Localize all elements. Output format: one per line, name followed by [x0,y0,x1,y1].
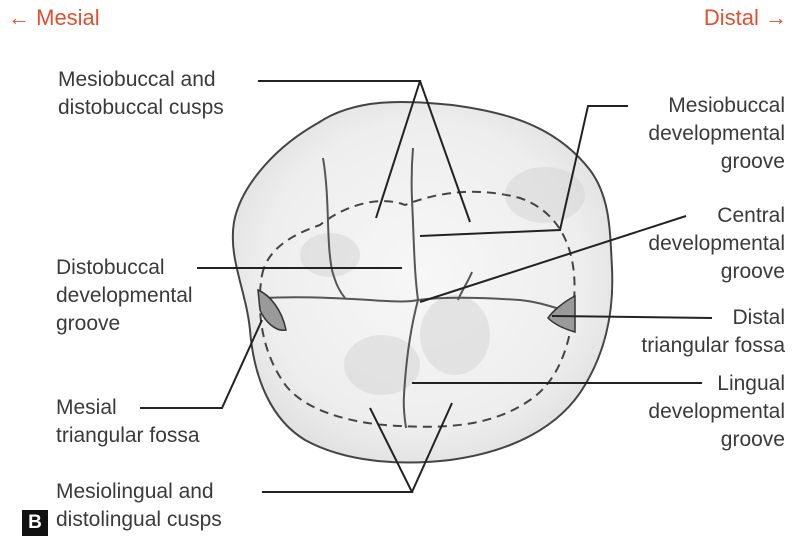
label-mesiolingual-distolingual-cusps: Mesiolingual and distolingual cusps [56,478,222,534]
mesial-direction-label: ← Mesial [8,4,100,32]
label-mesial-triangular-fossa: Mesial triangular fossa [56,394,200,450]
label-distobuccal-groove: Distobuccal developmental groove [56,254,193,338]
panel-label: B [22,510,48,536]
tooth-outline [233,102,613,463]
distal-direction-label: Distal → [704,4,787,32]
label-lingual-groove: Lingual developmental groove [648,370,785,454]
label-distal-triangular-fossa: Distal triangular fossa [641,304,785,360]
label-mesiobuccal-groove: Mesiobuccal developmental groove [648,92,785,176]
label-central-groove: Central developmental groove [648,202,785,286]
label-mesiobuccal-distobuccal-cusps: Mesiobuccal and distobuccal cusps [58,66,224,122]
